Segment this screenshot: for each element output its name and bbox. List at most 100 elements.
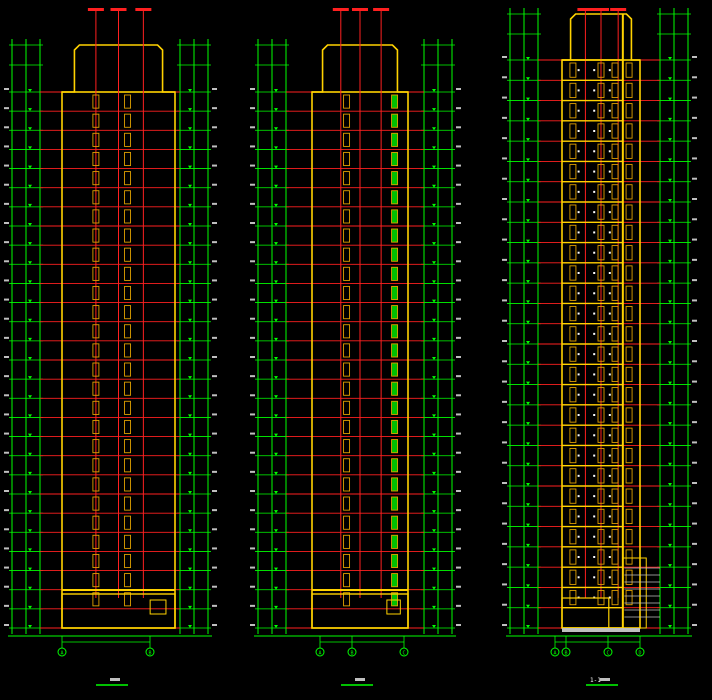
level-mark xyxy=(526,442,530,446)
level-mark xyxy=(274,280,278,284)
room-label-mark xyxy=(577,495,580,498)
level-text-mark xyxy=(692,380,697,383)
level-text-mark xyxy=(212,183,217,186)
level-mark xyxy=(188,395,192,399)
level-mark xyxy=(526,503,530,507)
level-text-mark xyxy=(212,164,217,167)
window xyxy=(611,387,619,403)
room-label-mark xyxy=(577,332,580,335)
window xyxy=(625,103,633,119)
window xyxy=(569,387,577,403)
grid-axis-label: C xyxy=(402,651,405,657)
level-mark xyxy=(526,604,530,608)
window xyxy=(124,209,131,224)
level-mark xyxy=(432,242,436,246)
level-text-mark xyxy=(250,107,255,110)
window xyxy=(92,132,100,147)
level-mark xyxy=(188,625,192,628)
level-mark xyxy=(188,605,192,609)
level-mark xyxy=(188,146,192,150)
room-label-mark xyxy=(593,454,596,457)
level-mark xyxy=(526,320,530,324)
window xyxy=(92,553,100,569)
window xyxy=(92,209,100,224)
window xyxy=(597,326,605,342)
room-label-mark xyxy=(577,251,580,254)
window xyxy=(391,362,399,377)
level-mark xyxy=(188,108,192,112)
window xyxy=(597,488,605,504)
level-text-mark xyxy=(4,566,9,569)
window xyxy=(625,224,633,241)
level-mark xyxy=(188,165,192,169)
level-mark xyxy=(274,395,278,399)
room-label-mark xyxy=(577,109,580,112)
level-mark xyxy=(432,491,436,494)
level-mark xyxy=(668,361,672,365)
room-label-mark xyxy=(608,211,611,214)
window xyxy=(569,245,577,261)
window xyxy=(343,343,351,358)
level-mark xyxy=(668,138,672,142)
window xyxy=(343,113,351,128)
room-label-mark xyxy=(608,231,611,234)
window xyxy=(124,496,131,511)
window xyxy=(569,447,577,464)
leader-tag xyxy=(593,8,609,11)
level-text-mark xyxy=(212,604,217,607)
window xyxy=(92,573,100,588)
window xyxy=(391,573,399,588)
level-mark xyxy=(28,471,32,475)
window xyxy=(391,228,399,243)
window xyxy=(124,151,131,167)
level-mark xyxy=(668,239,672,243)
window xyxy=(92,151,100,167)
level-mark xyxy=(188,184,192,188)
level-mark xyxy=(668,523,672,527)
window xyxy=(92,266,100,281)
level-text-mark xyxy=(502,380,507,383)
grid-axis-bubble xyxy=(603,647,613,657)
level-mark xyxy=(188,452,192,456)
window xyxy=(625,589,633,606)
level-mark xyxy=(274,165,278,169)
room-label-mark xyxy=(593,312,596,315)
level-text-mark xyxy=(692,461,697,464)
level-text-mark xyxy=(456,222,461,224)
room-label-mark xyxy=(577,556,580,558)
window xyxy=(597,407,605,423)
window xyxy=(124,477,131,492)
window xyxy=(611,143,619,159)
level-text-mark xyxy=(212,222,217,224)
window xyxy=(391,400,399,415)
level-mark xyxy=(432,395,436,399)
window xyxy=(391,171,399,186)
level-text-mark xyxy=(4,126,9,129)
level-text-mark xyxy=(502,603,507,606)
room-label-mark xyxy=(577,69,580,72)
level-text-mark xyxy=(212,413,217,416)
window xyxy=(124,439,131,454)
level-text-mark xyxy=(692,218,697,221)
room-label-mark xyxy=(593,576,596,579)
room-label-mark xyxy=(577,454,580,457)
grid-axis-label: B xyxy=(350,651,353,657)
level-text-mark xyxy=(4,451,9,454)
level-mark xyxy=(274,108,278,112)
level-mark xyxy=(188,280,192,284)
level-text-mark xyxy=(502,76,507,79)
window xyxy=(92,419,100,435)
level-text-mark xyxy=(692,76,697,79)
window xyxy=(611,123,619,139)
window xyxy=(391,113,399,128)
room-label-mark xyxy=(593,556,596,558)
level-text-mark xyxy=(502,461,507,464)
level-text-mark xyxy=(250,413,255,416)
window xyxy=(611,245,619,261)
window xyxy=(569,123,577,139)
window xyxy=(625,346,633,362)
window xyxy=(391,94,399,109)
level-mark xyxy=(188,223,192,226)
room-label-mark xyxy=(593,211,596,214)
level-mark xyxy=(668,584,672,588)
